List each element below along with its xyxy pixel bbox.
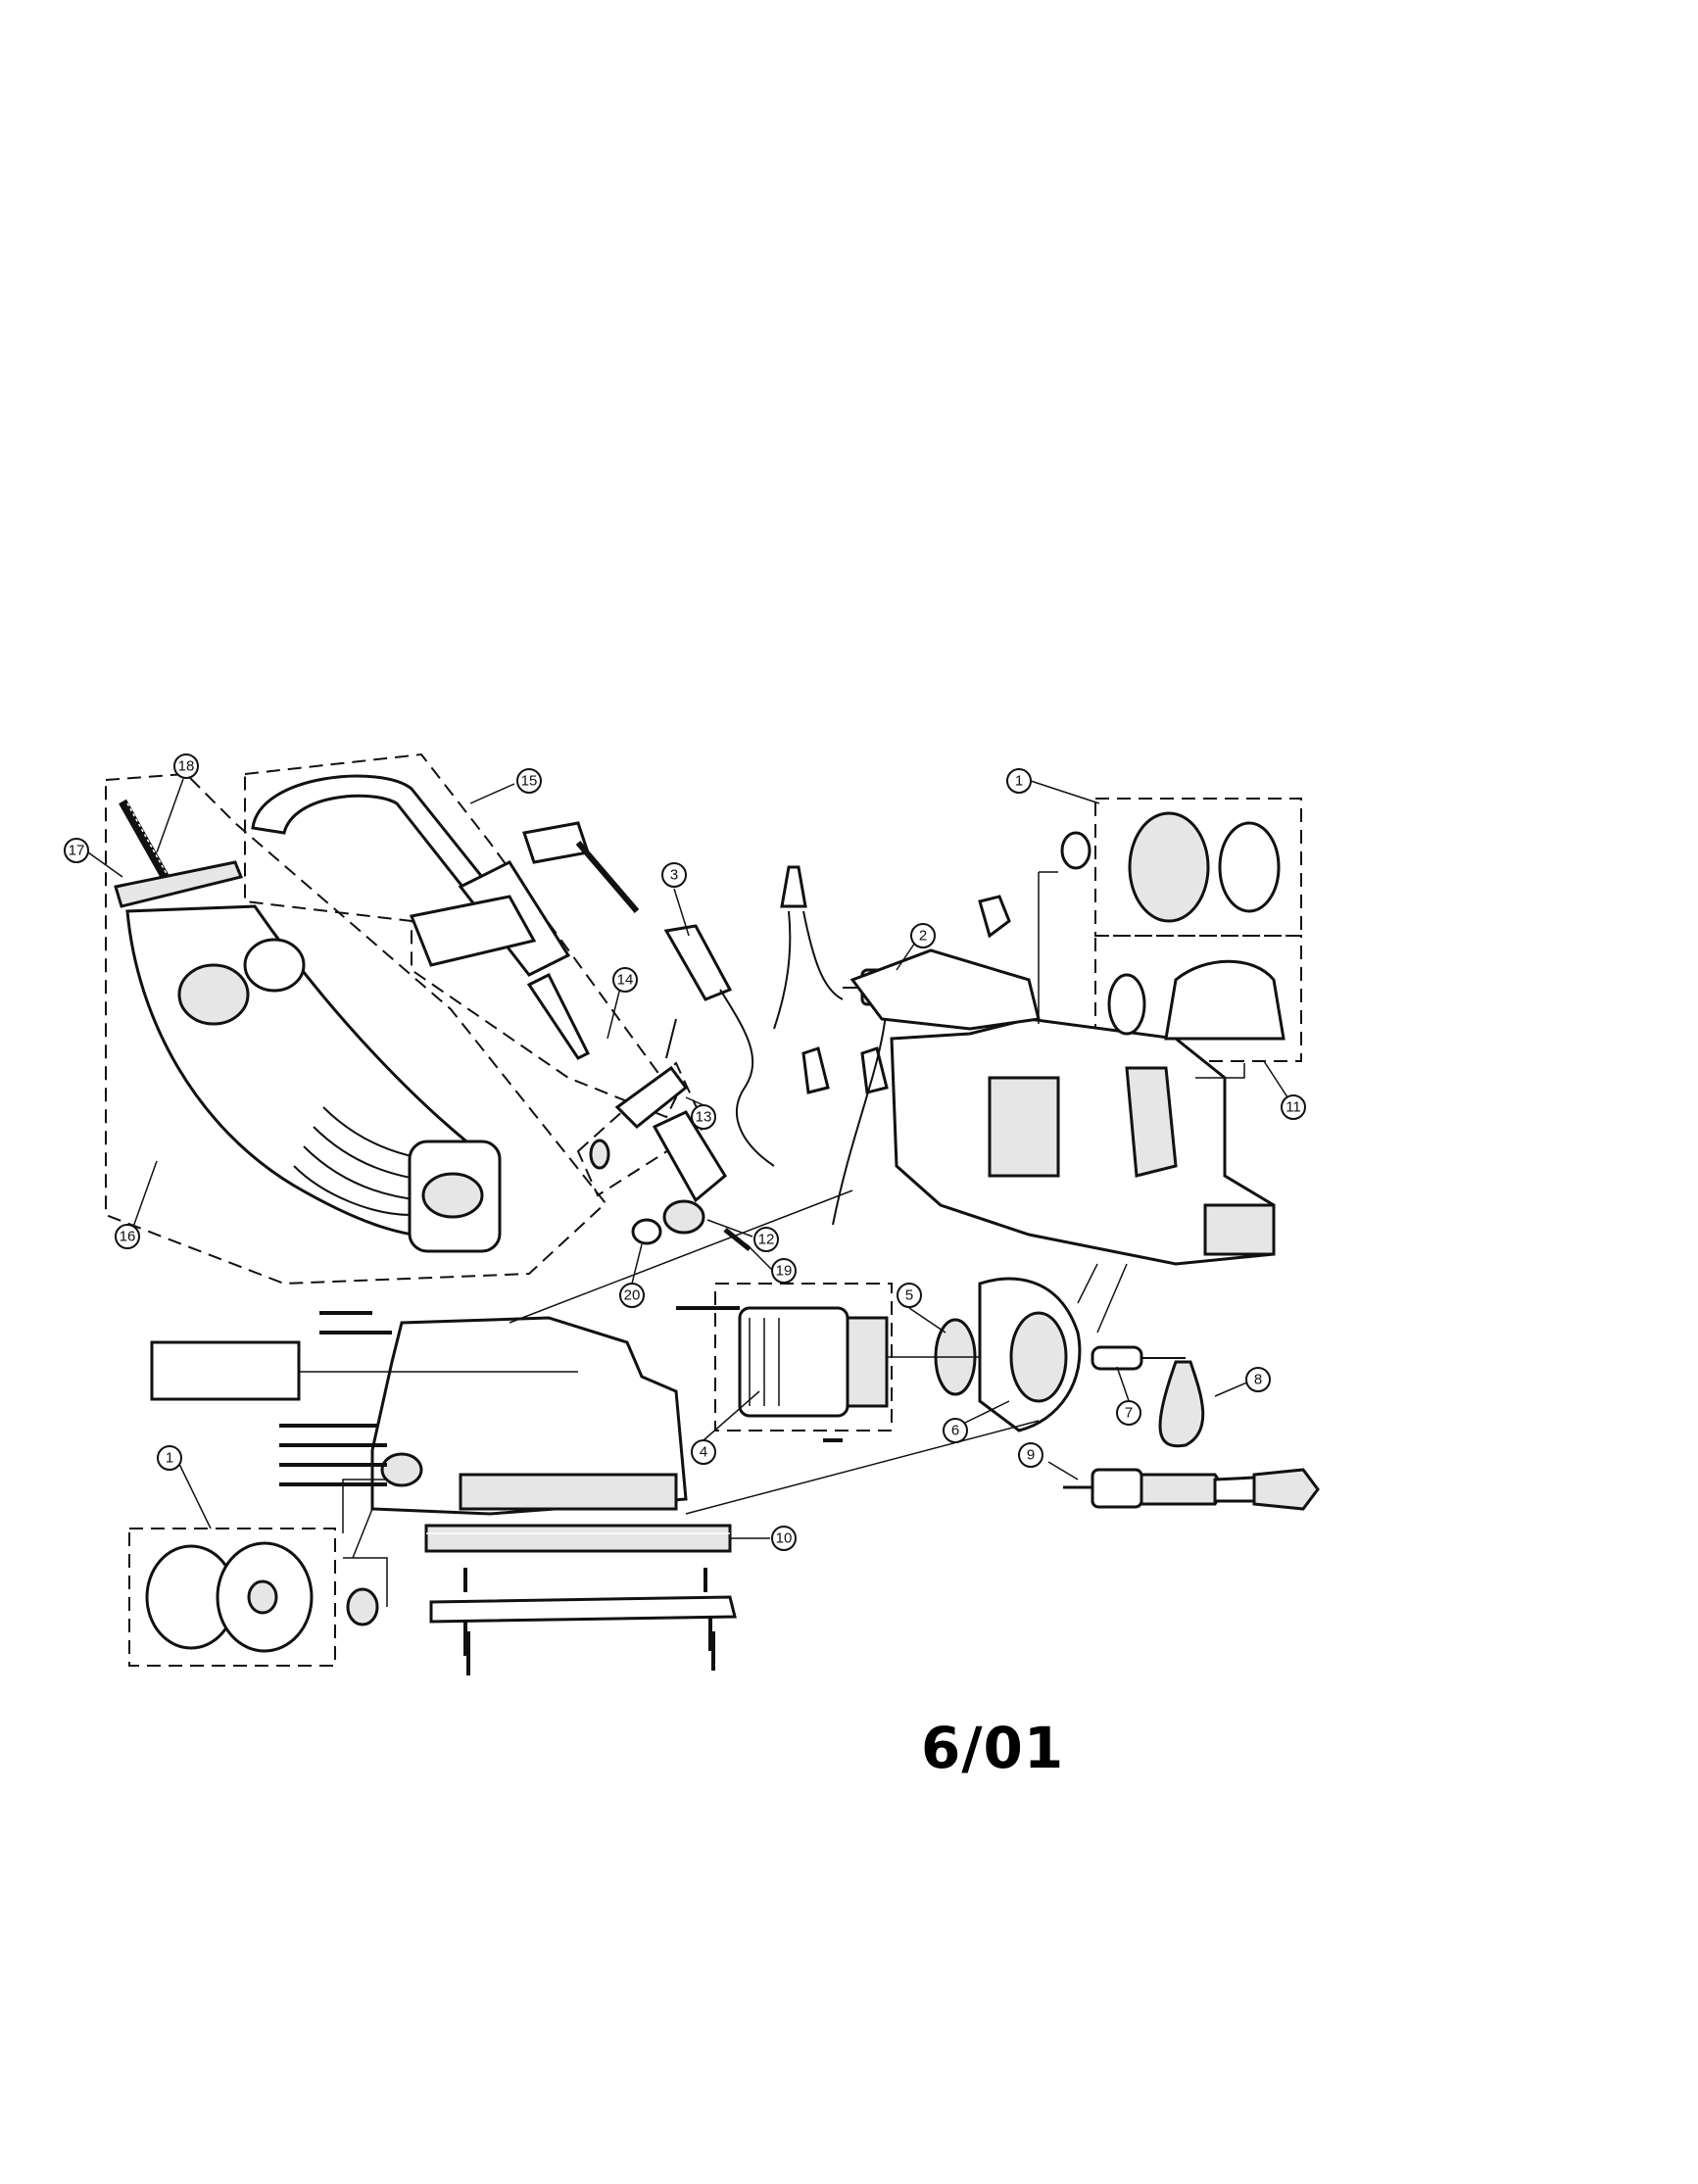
part-17-bag-clamp	[114, 860, 244, 908]
callout-7: 7	[1116, 1400, 1141, 1426]
wheel-group-outline-left	[128, 1528, 336, 1667]
callout-1-right: 1	[1006, 768, 1032, 794]
part-20-bushing	[631, 1218, 662, 1245]
motor-housing	[849, 948, 1276, 1266]
revision-date-label: 6/01	[921, 1715, 1065, 1781]
part-19-screw	[723, 1228, 752, 1251]
part-14-switch-housing	[614, 1018, 689, 1130]
callout-17: 17	[64, 838, 89, 863]
callout-8: 8	[1245, 1367, 1271, 1392]
callout-label: 10	[776, 1530, 793, 1547]
callout-label: 1	[1015, 773, 1023, 790]
callout-label: 5	[905, 1287, 913, 1304]
part-4-motor	[676, 1306, 889, 1442]
callout-label: 6	[951, 1423, 959, 1439]
part-9-agitator	[1063, 1468, 1320, 1511]
part-13-switch	[589, 1139, 610, 1170]
callout-label: 9	[1027, 1447, 1035, 1464]
nozzle-hood	[370, 1316, 688, 1516]
part-7-pulley	[1091, 1345, 1186, 1371]
callout-11: 11	[1281, 1094, 1306, 1120]
callout-label: 2	[919, 928, 927, 945]
bottom-plate	[429, 1568, 737, 1656]
callout-leaders	[87, 778, 1292, 1539]
callout-6: 6	[943, 1418, 968, 1443]
callout-label: 19	[776, 1263, 793, 1280]
callout-20: 20	[619, 1283, 645, 1308]
callout-label: 8	[1254, 1372, 1262, 1388]
callout-18: 18	[173, 753, 199, 779]
callout-13: 13	[691, 1104, 716, 1130]
nameplate	[150, 1340, 301, 1401]
callout-label: 13	[696, 1109, 712, 1126]
callout-5: 5	[897, 1283, 922, 1308]
part-16-dust-bag	[125, 904, 502, 1253]
callout-label: 20	[624, 1287, 641, 1304]
callout-2: 2	[910, 923, 936, 948]
callout-label: 17	[69, 843, 85, 859]
callout-14: 14	[612, 967, 638, 993]
callout-label: 1	[166, 1450, 173, 1467]
part-8-belt	[1158, 1360, 1205, 1448]
callout-9: 9	[1018, 1442, 1043, 1468]
callout-label: 15	[521, 773, 538, 790]
callout-12: 12	[753, 1227, 779, 1252]
wheel-cover	[1107, 959, 1286, 1041]
callout-10: 10	[771, 1526, 797, 1551]
callout-label: 7	[1125, 1405, 1133, 1422]
callout-16: 16	[115, 1224, 140, 1249]
callout-label: 16	[120, 1229, 136, 1245]
callout-label: 4	[700, 1444, 707, 1461]
callout-1-left: 1	[157, 1445, 182, 1471]
wheel-left	[145, 1541, 379, 1653]
wheel-right	[1060, 811, 1281, 923]
callout-3: 3	[661, 862, 687, 888]
assembly-guide-lines	[299, 871, 1245, 1607]
callout-19: 19	[771, 1258, 797, 1284]
callout-label: 12	[758, 1232, 775, 1248]
wheel-group-outline-right	[1094, 798, 1302, 937]
callout-label: 18	[178, 758, 195, 775]
callout-4: 4	[691, 1439, 716, 1465]
screws-left	[279, 1311, 392, 1486]
motor-group-outline	[714, 1283, 893, 1432]
part-15-handle	[251, 774, 591, 1060]
screws-bottom	[466, 1631, 715, 1675]
part-12-drive-assembly	[652, 1110, 727, 1235]
callout-label: 14	[617, 972, 634, 989]
part-10-bumper	[424, 1524, 732, 1553]
handle-group-outline	[244, 752, 678, 1119]
callout-15: 15	[516, 768, 542, 794]
part-6-fan-housing	[978, 1277, 1082, 1432]
callout-label: 3	[670, 867, 678, 884]
wire-bracket	[978, 895, 1011, 939]
callout-label: 11	[1286, 1099, 1301, 1116]
